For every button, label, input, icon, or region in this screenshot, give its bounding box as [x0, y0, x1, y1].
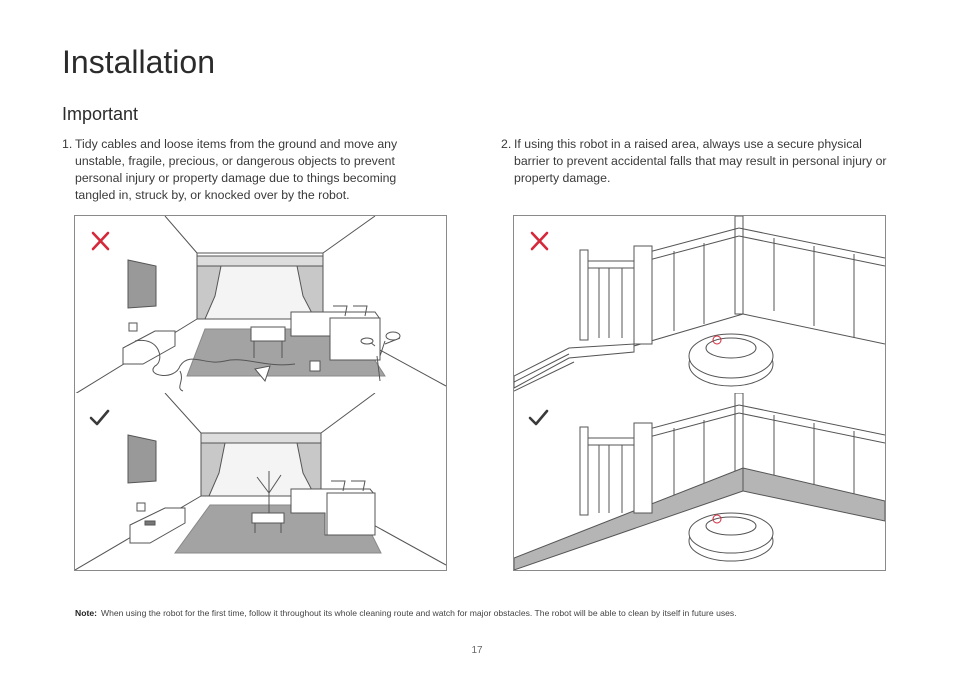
note-label: Note:	[75, 608, 97, 618]
check-icon	[89, 409, 110, 426]
usage-note: Note:When using the robot for the first …	[75, 608, 737, 618]
note-text: When using the robot for the first time,…	[100, 608, 737, 618]
instruction-text: Tidy cables and loose items from the gro…	[75, 137, 398, 202]
cross-icon	[91, 231, 110, 251]
room-cluttered-illustration	[74, 215, 447, 395]
balcony-unprotected-illustration	[513, 215, 886, 395]
instruction-number: 2.	[501, 137, 512, 151]
page-number: 17	[471, 645, 483, 656]
page-title: Installation	[62, 44, 215, 80]
robot-vacuum-icon	[688, 512, 774, 562]
cross-icon	[530, 231, 549, 251]
section-heading: Important	[62, 104, 139, 124]
room-tidy-illustration	[74, 393, 447, 571]
safety-barrier	[514, 467, 885, 570]
check-icon	[528, 409, 549, 426]
instruction-number: 1.	[62, 137, 73, 151]
instruction-2: 2. If using this robot in a raised area,…	[501, 136, 889, 187]
instruction-text: If using this robot in a raised area, al…	[514, 137, 887, 185]
robot-vacuum-icon	[688, 333, 774, 387]
balcony-barrier-illustration	[513, 393, 886, 571]
instruction-1: 1. Tidy cables and loose items from the …	[62, 136, 440, 204]
